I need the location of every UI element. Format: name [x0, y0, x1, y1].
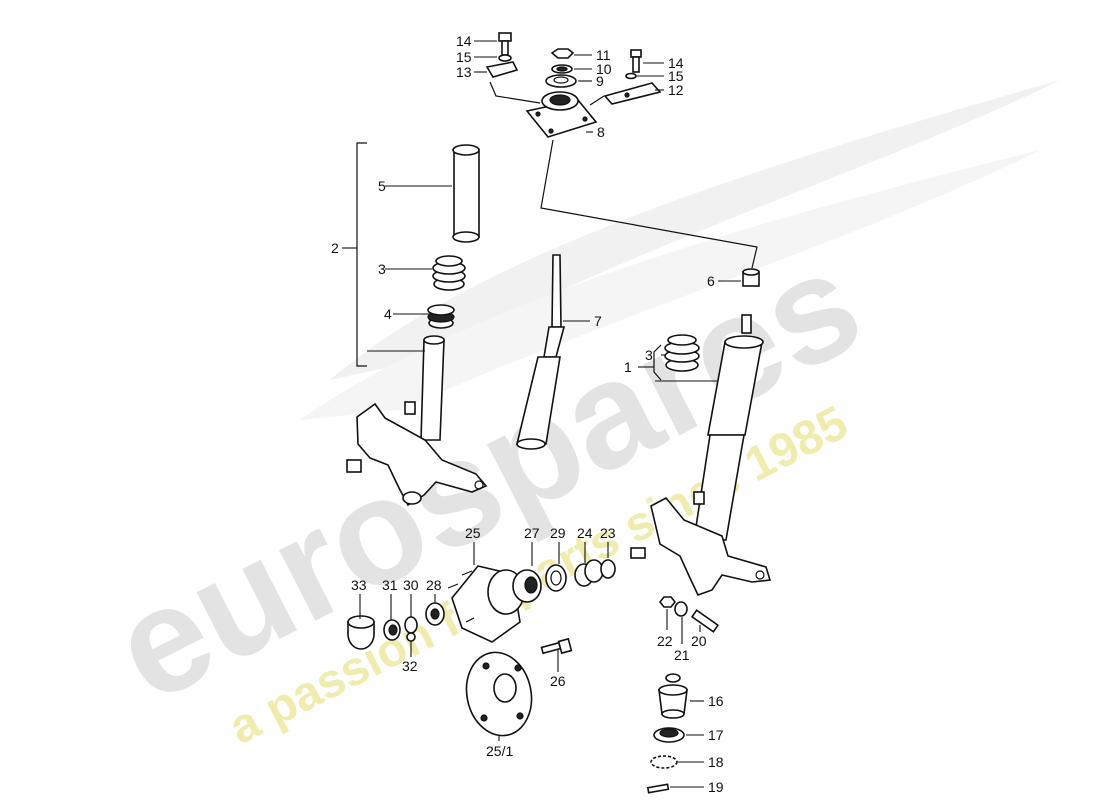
callout-17: 17: [708, 727, 724, 743]
callout-31: 31: [382, 577, 398, 593]
ring-23: [600, 559, 616, 579]
callout-22: 22: [657, 633, 673, 649]
nut-22: [658, 596, 677, 608]
bracket-2: [356, 142, 367, 367]
washer-15-right: [625, 72, 637, 80]
upper-mount-8: [525, 91, 598, 138]
strut-housing-left: [404, 335, 445, 441]
bolt-14-right: [630, 49, 642, 73]
strut-mount-group: [485, 32, 758, 269]
pin-19: [646, 783, 670, 794]
threaded-nut-17: [653, 727, 685, 743]
ball-joint-16: [658, 673, 688, 719]
callout-32: 32: [402, 658, 418, 674]
bolt-14-left: [498, 32, 512, 56]
bearing-9: [545, 74, 577, 88]
nut-31: [383, 619, 401, 641]
callout-labels: 14 15 13 11 10 9 14 15 12 8 5 2 3 4 7 6 …: [331, 33, 724, 795]
bushing-6: [742, 268, 760, 287]
callout-5: 5: [378, 178, 386, 194]
protective-tube-5: [452, 144, 480, 243]
callout-11: 11: [596, 47, 611, 63]
lower-small-parts: [646, 596, 720, 794]
callout-14-right: 14: [668, 55, 684, 71]
bump-stop-3-left: [432, 255, 466, 291]
callout-1: 1: [624, 359, 632, 375]
watermark: eurospares a passion for parts since 198…: [88, 80, 1060, 755]
callout-19: 19: [708, 779, 724, 795]
callout-26: 26: [550, 673, 566, 689]
pin-32: [406, 632, 416, 642]
right-strut-assembly: [630, 268, 772, 596]
callout-3-right: 3: [645, 347, 653, 363]
wheel-hub-25: [447, 565, 542, 643]
seal-24: [584, 559, 604, 583]
callout-29: 29: [550, 525, 566, 541]
assembly-line-mount-to-strut: [540, 139, 758, 269]
clamp-plate-13: [485, 61, 519, 78]
washer-15-left: [498, 54, 512, 62]
callout-18: 18: [708, 754, 724, 770]
callout-13: 13: [456, 64, 472, 80]
callout-24: 24: [577, 525, 593, 541]
hub-group: [347, 559, 616, 737]
bump-stop-3-right: [664, 334, 700, 372]
bearing-27: [545, 564, 567, 592]
nut-11: [550, 48, 575, 59]
steering-knuckle-right: [630, 496, 772, 596]
callout-9: 9: [596, 73, 604, 89]
callout-28: 28: [426, 577, 442, 593]
callout-25: 25: [465, 525, 481, 541]
callout-27: 27: [524, 525, 540, 541]
clamp-plate-12: [603, 82, 662, 105]
callout-14-left: 14: [456, 33, 472, 49]
hub-disc-25-1: [465, 651, 533, 737]
callout-23: 23: [600, 525, 616, 541]
callout-15-right: 15: [668, 68, 684, 84]
left-strut-assembly: [342, 142, 488, 507]
callout-15-left: 15: [456, 49, 472, 65]
callout-3-left: 3: [378, 261, 386, 277]
steering-knuckle-left: [346, 402, 488, 507]
callout-7: 7: [594, 313, 602, 329]
watermark-swoosh-lower: [300, 150, 1040, 420]
callout-6: 6: [707, 273, 715, 289]
leader-lines: [359, 40, 741, 788]
callout-30: 30: [403, 577, 419, 593]
callout-8: 8: [597, 124, 605, 140]
callout-2: 2: [331, 240, 339, 256]
callout-25-1: 25/1: [486, 743, 513, 759]
watermark-swoosh: [330, 80, 1060, 380]
callout-4: 4: [384, 306, 392, 322]
gland-nut-4: [427, 304, 455, 329]
callout-10: 10: [596, 61, 612, 77]
bearing-28: [425, 602, 445, 626]
lock-washer-18: [650, 755, 678, 769]
washer-21: [674, 601, 688, 617]
callout-21: 21: [674, 647, 690, 663]
bolt-26: [540, 637, 573, 655]
washer-30: [404, 616, 418, 634]
callout-33: 33: [351, 577, 367, 593]
callout-12: 12: [668, 82, 684, 98]
shock-insert-7: [515, 254, 566, 450]
callout-16: 16: [708, 693, 724, 709]
stud-20: [690, 609, 720, 633]
grease-cap-33: [347, 615, 375, 650]
callout-20: 20: [691, 633, 707, 649]
